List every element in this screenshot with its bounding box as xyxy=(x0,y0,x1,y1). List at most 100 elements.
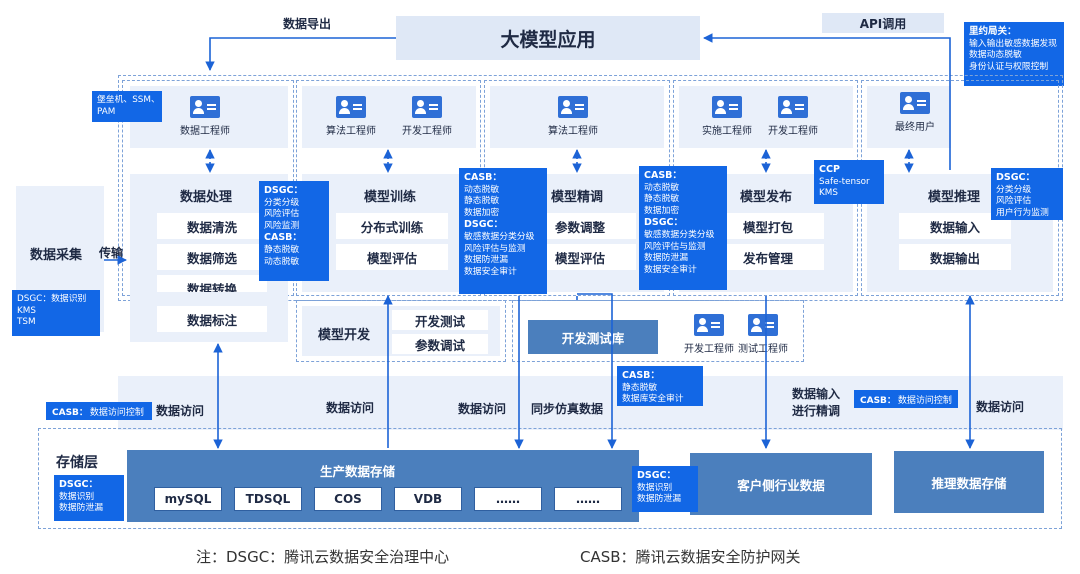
callout-line: DSGC：数据识别 xyxy=(17,294,87,304)
callout-line: 风险评估 xyxy=(996,196,1032,207)
storage-layer-frame xyxy=(38,428,1062,529)
user-icon xyxy=(778,96,808,118)
callout-line: 分类分级 xyxy=(996,184,1032,195)
footnote-dsgc: 注：DSGC：腾讯云数据安全治理中心 xyxy=(196,548,450,566)
access-label: 数据访问 xyxy=(976,400,1025,414)
callout-line: 敏感数据分类分级 xyxy=(464,231,535,242)
callout-line: 身份认证与权限控制 xyxy=(969,61,1049,72)
dev-item: 开发测试 xyxy=(392,310,488,330)
input-finetune-label: 数据输入 进行精调 xyxy=(792,387,841,418)
callout-line: TSM xyxy=(17,317,36,328)
callout-line: 数据防泄漏 xyxy=(637,494,681,505)
api-call-label: API调用 xyxy=(859,16,907,31)
training-item: 模型评估 xyxy=(336,244,448,270)
role-test-engineer: 测试工程师 xyxy=(738,314,788,355)
storage-layer-title: 存储层 xyxy=(56,455,98,471)
processing-item: 数据清洗 xyxy=(157,213,267,239)
user-icon xyxy=(558,96,588,118)
client-industry-data: 客户侧行业数据 xyxy=(690,453,872,515)
role-impl-engineer: 实施工程师 xyxy=(702,96,752,137)
role-dev-engineer-1: 开发工程师 xyxy=(402,96,452,137)
dev-title: 模型开发 xyxy=(318,328,371,343)
callout-line: 静态脱敏 xyxy=(464,196,500,207)
user-icon xyxy=(694,314,724,336)
callout-line: 动态脱敏 xyxy=(264,256,300,267)
callout-line: PAM xyxy=(97,106,116,117)
db-mysql: mySQL xyxy=(154,487,222,511)
callout-line: DSGC： xyxy=(59,479,98,490)
callout-line: 用户行为监测 xyxy=(996,207,1049,218)
footnote-casb: CASB：腾讯云数据安全防护网关 xyxy=(580,548,801,566)
dev-item: 参数调试 xyxy=(392,334,488,354)
callout-line: 静态脱敏 xyxy=(622,382,658,393)
db-vdb: VDB xyxy=(394,487,462,511)
callout-line: 里约局关： xyxy=(969,26,1017,37)
user-icon xyxy=(336,96,366,118)
release-title: 模型发布 xyxy=(740,190,793,205)
callout-dsgc-storage-mid: DSGC：数据识别数据防泄漏 xyxy=(632,466,698,512)
callout-line: DSGC： xyxy=(264,185,303,196)
callout-line: 分类分级 xyxy=(264,197,300,208)
release-item: 发布管理 xyxy=(712,244,824,270)
llm-application-title: 大模型应用 xyxy=(500,28,596,51)
user-icon xyxy=(712,96,742,118)
role-algo-engineer-1: 算法工程师 xyxy=(326,96,376,137)
callout-line: 输入输出敏感数据发现 xyxy=(969,38,1057,49)
callout-line: 风险监测 xyxy=(264,220,300,231)
callout-bastion: 堡垒机、SSM、PAM xyxy=(92,91,162,122)
callout-line: 数据识别 xyxy=(59,491,95,502)
db-tdsql: TDSQL xyxy=(234,487,302,511)
callout-line: CASB： xyxy=(622,370,660,381)
callout-casb-sim: CASB：静态脱敏数据库安全审计 xyxy=(617,366,703,406)
arrow-export xyxy=(205,37,396,71)
callout-line: 敏感数据分类分级 xyxy=(644,229,715,240)
role-panel-training xyxy=(302,86,476,148)
release-item: 模型打包 xyxy=(712,213,824,239)
callout-line: CASB： xyxy=(264,232,302,244)
user-icon xyxy=(412,96,442,118)
callout-line: CCP xyxy=(819,164,840,175)
callout-line: DSGC： xyxy=(637,470,676,481)
callout-line: 数据识别 xyxy=(637,482,673,493)
callout-line: 风险评估与监测 xyxy=(644,241,706,252)
callout-line: Safe-tensor xyxy=(819,176,870,187)
db-more-1: …… xyxy=(474,487,542,511)
callout-line: 数据防泄漏 xyxy=(644,253,688,264)
callout-dsgc-storage-left: DSGC：数据识别数据防泄漏 xyxy=(54,475,124,521)
llm-application-box: 大模型应用 xyxy=(396,16,700,60)
dev-frame xyxy=(296,300,506,362)
callout-line: DSGC： xyxy=(464,219,503,231)
callout-line: 静态脱敏 xyxy=(264,244,300,255)
training-item: 分布式训练 xyxy=(336,213,448,239)
prod-storage-title: 生产数据存储 xyxy=(320,464,396,479)
role-data-engineer: 数据工程师 xyxy=(180,96,230,137)
callout-line: KMS xyxy=(819,188,838,199)
user-icon xyxy=(748,314,778,336)
testlib-frame xyxy=(512,300,804,362)
transfer-label: 传输 xyxy=(99,246,124,260)
api-call-box: API调用 xyxy=(822,13,944,33)
callout-line: 数据加密 xyxy=(644,205,680,216)
casb-access-tag-left: CASB：数据访问控制 xyxy=(46,402,152,420)
callout-line: 数据加密 xyxy=(464,207,500,218)
casb-access-tag-right: CASB：数据访问控制 xyxy=(854,390,958,408)
db-more-2: …… xyxy=(554,487,622,511)
collect-title: 数据采集 xyxy=(30,248,83,263)
callout-line: DSGC： xyxy=(644,217,683,229)
access-label: 数据访问 xyxy=(326,401,375,415)
role-dev-engineer-2: 开发工程师 xyxy=(768,96,818,137)
training-title: 模型训练 xyxy=(364,190,417,205)
callout-line: 风险评估与监测 xyxy=(464,243,526,254)
callout-line: 数据防泄漏 xyxy=(59,503,103,514)
db-cos: COS xyxy=(314,487,382,511)
callout-line: 数据安全审计 xyxy=(644,264,697,275)
access-label: 数据访问 xyxy=(458,402,507,416)
callout-line: 数据库安全审计 xyxy=(622,394,684,405)
finetune-title: 模型精调 xyxy=(551,190,604,205)
callout-line: 数据动态脱敏 xyxy=(969,50,1022,61)
role-algo-engineer-2: 算法工程师 xyxy=(548,96,598,137)
